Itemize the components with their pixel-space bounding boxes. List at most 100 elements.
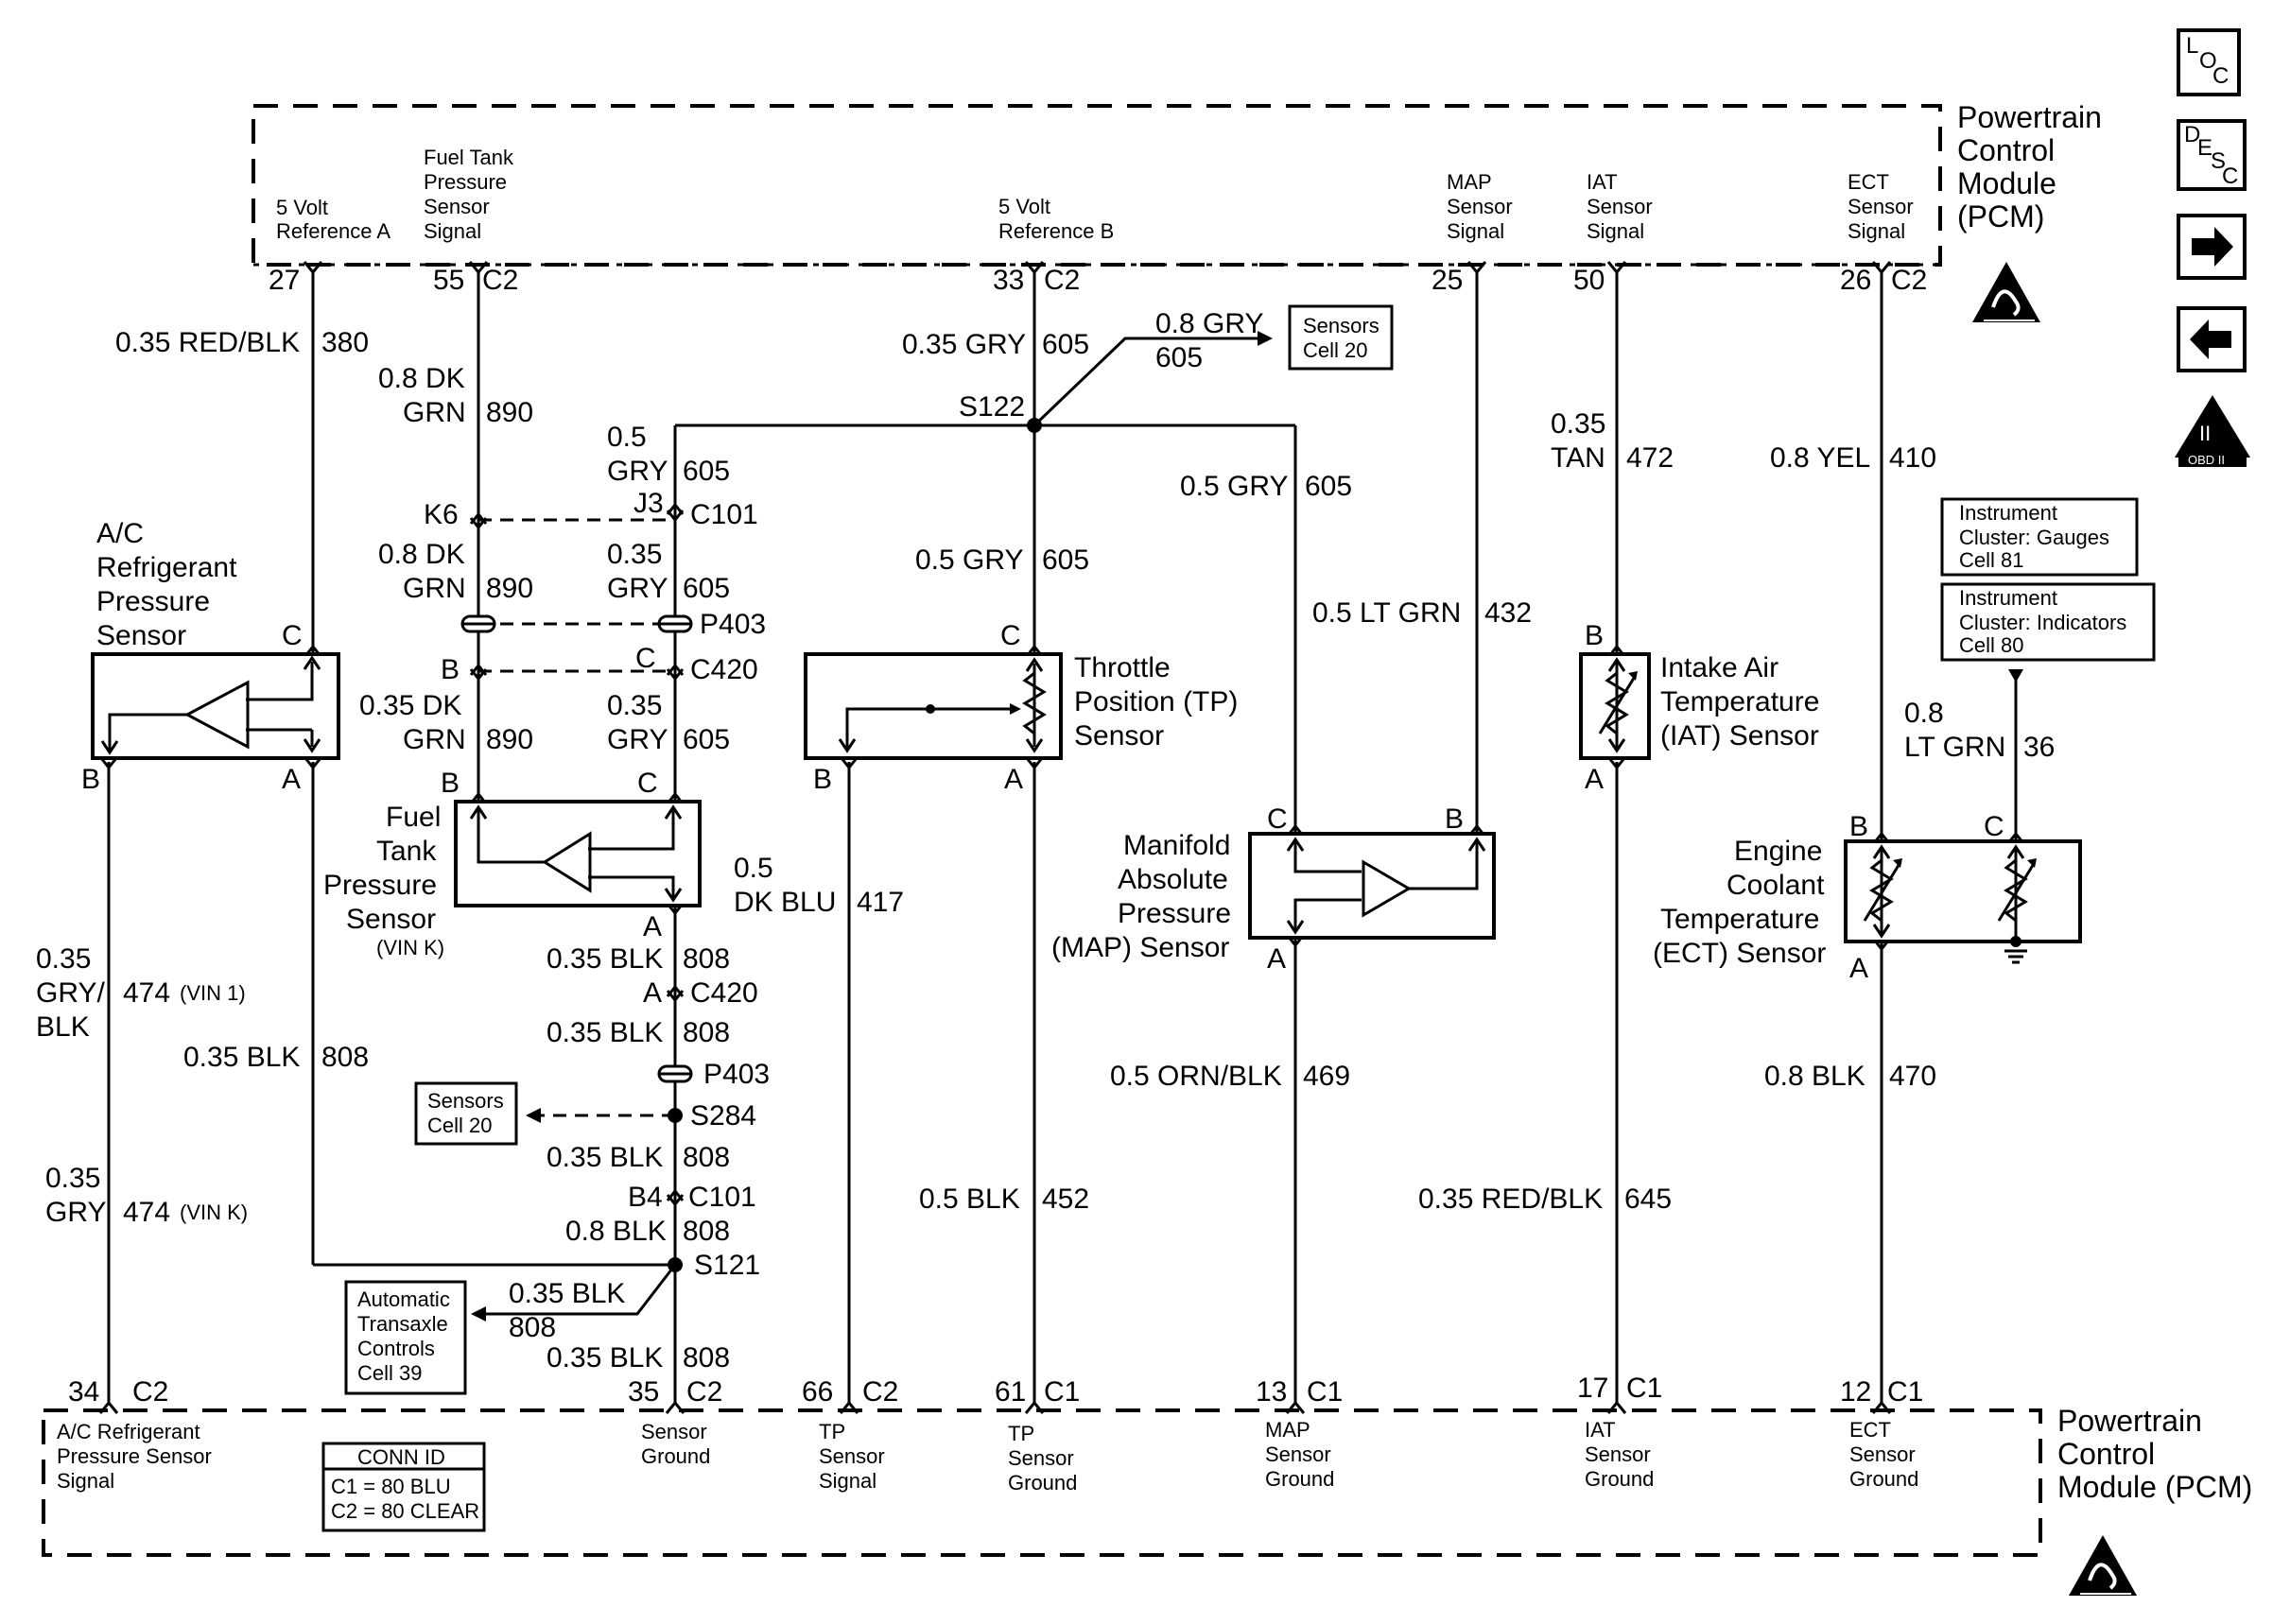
splice-s121 xyxy=(668,1257,683,1272)
sig-sg-2: Ground xyxy=(641,1444,710,1468)
pin-66-c2: C2 xyxy=(862,1376,898,1408)
wiring-lines xyxy=(107,270,2023,1405)
ref-sensors-cell20-mid[interactable]: Sensors Cell 20 xyxy=(414,1081,518,1146)
sig-mapg-3: Ground xyxy=(1265,1467,1334,1491)
ref-sensors-2-line1: Sensors xyxy=(427,1089,504,1113)
wire-808c-num: 808 xyxy=(683,1017,730,1048)
wire-890b-1: 0.8 DK xyxy=(378,539,465,570)
pin-27: 27 xyxy=(269,265,300,296)
wire-labels: 0.35 RED/BLK 380 0.8 DK GRN 890 0.8 DK G… xyxy=(36,308,2055,1373)
wire-472-1: 0.35 xyxy=(1551,408,1605,440)
prev-arrow-icon[interactable] xyxy=(2177,306,2247,372)
loc-o: O xyxy=(2199,48,2217,74)
pcm-top-module: Powertrain Control Module (PCM) 5 Volt R… xyxy=(252,100,2102,324)
wire-808b-color: 0.35 BLK xyxy=(547,943,663,975)
sig-mapg-2: Sensor xyxy=(1265,1443,1331,1466)
ac-refrigerant-pressure-sensor: A/C Refrigerant Pressure Sensor C B A xyxy=(81,518,340,795)
pin-55: 55 xyxy=(433,265,464,296)
wire-417-1: 0.5 xyxy=(734,853,773,884)
ref-instrument-indicators[interactable]: Instrument Cluster: Indicators Cell 80 xyxy=(1940,582,2156,662)
pcm-bottom-title-2: Control xyxy=(2057,1437,2155,1471)
sig-fuel-1: Fuel Tank xyxy=(424,146,514,169)
ect-sensor: Engine Coolant Temperature (ECT) Sensor … xyxy=(1653,811,2082,984)
pin-50: 50 xyxy=(1573,265,1605,296)
wire-605b-1: 0.5 xyxy=(607,422,647,453)
wire-417-2: DK BLU xyxy=(734,887,836,918)
wire-474b-1: 0.35 xyxy=(45,1163,100,1194)
ac-term-a: A xyxy=(282,764,301,795)
conn-b: B xyxy=(441,654,460,685)
ref-sensors-cell20-top[interactable]: Sensors Cell 20 xyxy=(1288,304,1394,371)
pcm-bottom-module: Powertrain Control Module (PCM) 34 C2 35… xyxy=(42,1373,2252,1598)
wire-432-num: 432 xyxy=(1484,597,1532,629)
ect-term-b: B xyxy=(1849,811,1868,842)
ref-gauges-1: Instrument xyxy=(1959,501,2057,525)
sig-ref-b-1: 5 Volt xyxy=(998,195,1050,218)
ref-indicators-1: Instrument xyxy=(1959,586,2057,610)
ac-term-c: C xyxy=(282,620,303,651)
description-icon[interactable]: D E S C xyxy=(2177,119,2247,191)
iat-sensor: Intake Air Temperature (IAT) Sensor B A xyxy=(1579,620,1819,795)
wire-605b-num: 605 xyxy=(683,456,730,487)
ref-gauges-2: Cluster: Gauges xyxy=(1959,526,2109,549)
conn-p403b: P403 xyxy=(703,1059,770,1090)
pcm-top-title-4: (PCM) xyxy=(1957,199,2044,233)
ac-label-4: Sensor xyxy=(96,620,186,651)
wire-890c-1: 0.35 DK xyxy=(359,690,461,721)
location-icon[interactable]: L O C xyxy=(2177,28,2241,96)
tp-term-a: A xyxy=(1004,764,1023,795)
splice-s122-label: S122 xyxy=(959,391,1025,423)
wire-605a-color: 0.35 GRY xyxy=(902,329,1026,360)
map-label-1: Manifold xyxy=(1123,830,1230,861)
ref-instrument-gauges[interactable]: Instrument Cluster: Gauges Cell 81 xyxy=(1940,497,2139,577)
pin-17: 17 xyxy=(1577,1373,1608,1404)
pin-61: 61 xyxy=(995,1376,1026,1408)
ect-label-1: Engine xyxy=(1734,836,1822,867)
desc-e: E xyxy=(2197,135,2212,161)
fuel-tank-pressure-sensor: Fuel Tank Pressure Sensor (VIN K) B C A xyxy=(323,768,702,959)
map-sensor: Manifold Absolute Pressure (MAP) Sensor … xyxy=(1051,803,1496,975)
obd-ii-icon[interactable]: II OBD II xyxy=(2175,395,2250,467)
sig-tpg-3: Ground xyxy=(1008,1471,1077,1494)
ref-indicators-3: Cell 80 xyxy=(1959,633,2023,657)
ref-indicators-2: Cluster: Indicators xyxy=(1959,611,2126,634)
wire-605d-2: GRY xyxy=(607,724,668,755)
ref-atc-2: Transaxle xyxy=(357,1312,448,1336)
conn-b4: B4 xyxy=(628,1182,663,1213)
conn-c420b: C420 xyxy=(690,977,758,1009)
ac-label-1: A/C xyxy=(96,518,144,549)
wire-432-color: 0.5 LT GRN xyxy=(1312,597,1461,629)
wire-474a-vin: (VIN 1) xyxy=(180,981,246,1005)
wire-605e-num: 605 xyxy=(1042,544,1089,576)
wire-808b-num: 808 xyxy=(683,943,730,975)
conn-id-row-1: C1 = 80 BLU xyxy=(331,1475,451,1498)
splices xyxy=(668,418,1042,1272)
next-arrow-icon[interactable] xyxy=(2177,214,2247,280)
pcm-top-title-1: Powertrain xyxy=(1957,100,2102,134)
map-term-a: A xyxy=(1267,943,1286,975)
obd-ii-roman: II xyxy=(2199,422,2211,445)
pin-34: 34 xyxy=(68,1376,99,1408)
fuel-label-vin: (VIN K) xyxy=(376,936,444,959)
tp-label-2: Position (TP) xyxy=(1074,686,1238,717)
sig-tps-1: TP xyxy=(819,1420,845,1443)
tp-label-3: Sensor xyxy=(1074,720,1164,752)
sig-ectg-2: Sensor xyxy=(1849,1443,1916,1466)
wire-474a-2: GRY/ xyxy=(36,977,105,1009)
sig-ac-3: Signal xyxy=(57,1469,114,1493)
wire-808e-color: 0.8 BLK xyxy=(565,1216,667,1247)
wire-36-num: 36 xyxy=(2023,732,2055,763)
pin-12: 12 xyxy=(1840,1376,1871,1408)
wire-890c-num: 890 xyxy=(486,724,533,755)
pcm-top-title-2: Control xyxy=(1957,133,2055,167)
sig-fuel-4: Signal xyxy=(424,219,481,243)
conn-p403a: P403 xyxy=(700,609,766,640)
sig-ect-1: ECT xyxy=(1848,170,1889,194)
wire-452-color: 0.5 BLK xyxy=(919,1183,1020,1215)
sig-tpg-2: Sensor xyxy=(1008,1446,1074,1470)
wire-808a-num: 808 xyxy=(321,1042,369,1073)
pin-35-c2: C2 xyxy=(686,1376,722,1408)
fuel-label-2: Tank xyxy=(376,836,437,867)
ref-automatic-transaxle[interactable]: Automatic Transaxle Controls Cell 39 xyxy=(344,1280,467,1395)
wire-605c-1: 0.35 xyxy=(607,539,662,570)
